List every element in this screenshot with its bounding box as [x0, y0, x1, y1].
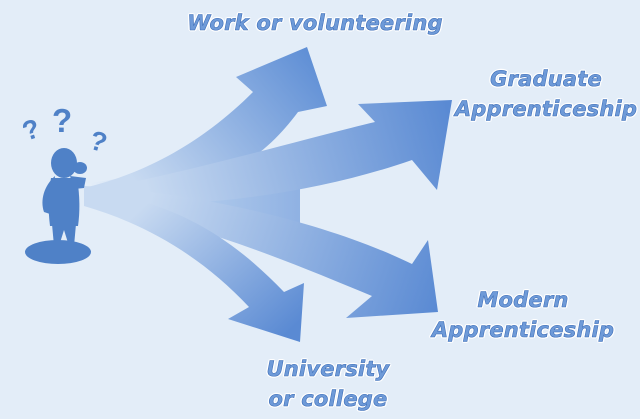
- svg-text:?: ?: [19, 113, 44, 147]
- arrow-right-icon: [84, 100, 452, 207]
- arrow-down-icon: [84, 190, 304, 342]
- svg-text:?: ?: [52, 102, 72, 139]
- label-line: or college: [268, 387, 388, 412]
- label-university-or-college: University or college: [258, 354, 398, 414]
- label-line: Modern: [477, 288, 569, 313]
- svg-text:?: ?: [86, 125, 110, 158]
- label-line: University: [266, 357, 390, 382]
- label-line: Apprenticeship: [431, 318, 615, 343]
- confused-person-with-question-marks-icon: ? ? ?: [19, 102, 110, 264]
- label-line: Apprenticeship: [454, 97, 638, 122]
- label-line: Work or volunteering: [187, 11, 443, 36]
- label-line: Graduate: [490, 67, 602, 92]
- label-modern-apprenticeship: Modern Apprenticeship: [428, 285, 618, 345]
- label-graduate-apprenticeship: Graduate Apprenticeship: [452, 64, 640, 124]
- label-work-or-volunteering: Work or volunteering: [182, 8, 448, 38]
- arrow-up-right-icon: [84, 47, 327, 206]
